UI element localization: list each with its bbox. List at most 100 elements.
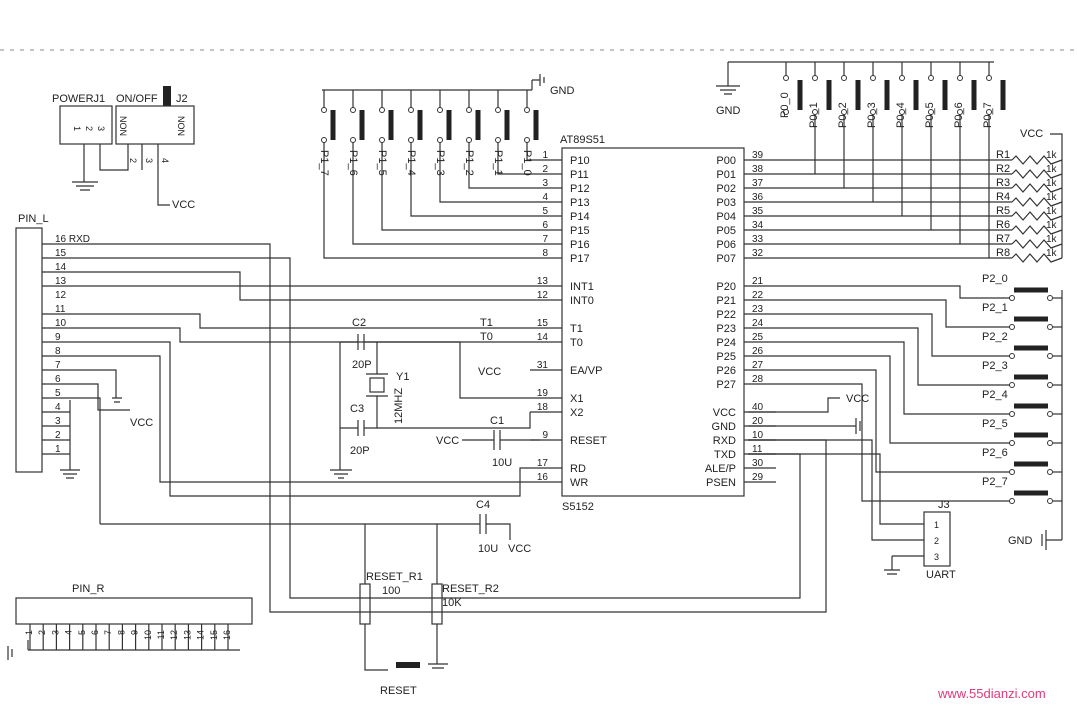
resistor-symbol xyxy=(1011,239,1063,249)
pin-r-pin-number: 8 xyxy=(116,630,126,635)
p1-switch-contact-icon xyxy=(524,137,530,143)
mcu-left-pin-name: WR xyxy=(570,477,588,489)
mcu-right-pin-num: 35 xyxy=(752,206,764,217)
mcu-right-pin-name: P03 xyxy=(716,197,736,209)
resistor-name: R7 xyxy=(996,233,1010,245)
mcu-left-pin-name: P10 xyxy=(570,155,590,167)
mcu-right-pin-num: 29 xyxy=(752,472,764,483)
p2-switch-contact-icon xyxy=(1047,469,1053,475)
p1-switch-label: P1_5 xyxy=(376,150,388,176)
p2-switch-contact-icon xyxy=(1047,295,1053,301)
pin-r-pin-number: 14 xyxy=(196,630,206,640)
gnd-p0-label: GND xyxy=(716,105,741,117)
p1-switch-contact-icon xyxy=(379,107,385,113)
c4-vcc: VCC xyxy=(508,543,531,555)
power-pin-2: 2 xyxy=(84,126,94,131)
p2-switch-contact-icon xyxy=(1009,324,1015,330)
resistor-symbol xyxy=(1011,211,1063,221)
resistor-value: 1k xyxy=(1046,234,1058,245)
j3-label: J3 xyxy=(938,499,950,511)
p1-switch-contact-icon xyxy=(524,107,530,113)
p1-switch-wire xyxy=(497,142,530,175)
mcu-right-pin-name: ALE/P xyxy=(705,463,736,475)
pin-l-signal-wire xyxy=(42,313,530,329)
mcu-right-pin-name: P00 xyxy=(716,155,736,167)
mcu-right-pin-name: GND xyxy=(712,421,737,433)
mcu-left-pin-name: T0 xyxy=(570,337,583,349)
pin-l-row-label: 15 xyxy=(55,248,67,259)
mcu-right-pin-name: TXD xyxy=(714,449,736,461)
mcu-right-pin-name: P07 xyxy=(716,253,736,265)
uart-pin-1: 1 xyxy=(934,520,939,530)
p0-switch-label: P0_7 xyxy=(982,102,994,128)
mcu-right-pin-num: 30 xyxy=(752,458,764,469)
mcu-left-pin-num: 9 xyxy=(542,430,548,441)
switch-actuator-icon xyxy=(163,86,171,106)
p1-switch-label: P1_3 xyxy=(434,150,446,176)
mcu-left-pin-name: INT0 xyxy=(570,295,594,307)
mcu-right-pin-name: P01 xyxy=(716,169,736,181)
p0-switch-label: P0_2 xyxy=(837,102,849,128)
pin-l-row-label: 16 RXD xyxy=(55,234,90,245)
pin-r-pin-number: 13 xyxy=(182,630,192,640)
watermark: www.55dianzi.com xyxy=(937,686,1046,701)
p0-switch-contact-icon xyxy=(957,75,963,81)
p1-switch-contact-icon xyxy=(466,107,472,113)
c3-symbol xyxy=(340,420,380,436)
crystal-to-mcu xyxy=(380,341,531,429)
mcu-left-pin-name: X1 xyxy=(570,393,583,405)
resistor-name: R2 xyxy=(996,163,1010,175)
mcu-left-pin-name: P12 xyxy=(570,183,590,195)
pin-l-row-label: 1 xyxy=(55,444,61,455)
p2-common-wire xyxy=(1041,290,1063,550)
y1-label: Y1 xyxy=(396,371,409,383)
resistor-symbol xyxy=(1011,155,1063,165)
mcu-right-pin-name: P25 xyxy=(716,351,736,363)
mcu-right-pin-num: 33 xyxy=(752,234,764,245)
pin-l-row-label: 6 xyxy=(55,374,61,385)
reset-button-label: RESET xyxy=(380,685,417,697)
p1-switch-wire xyxy=(468,142,530,189)
resistor-name: R5 xyxy=(996,205,1010,217)
y1-value: 12MHZ xyxy=(393,388,405,424)
p1-switch-contact-icon xyxy=(408,107,414,113)
c1-vcc: VCC xyxy=(436,435,459,447)
p2-switch-contact-icon xyxy=(1009,469,1015,475)
pin-r-label: PIN_R xyxy=(72,583,104,595)
pin-l-signal-wire xyxy=(42,341,530,497)
mcu-left-pin-num: 31 xyxy=(537,360,549,371)
vcc-rail-label: VCC xyxy=(1020,128,1043,140)
mcu-left-pin-name: P17 xyxy=(570,253,590,265)
p0-switch-label: P0_4 xyxy=(895,102,907,128)
mcu-left-pin-num: 7 xyxy=(542,234,548,245)
p0-switch-contact-icon xyxy=(899,75,905,81)
c2-value: 20P xyxy=(352,359,372,371)
mcu-left-pin-num: 13 xyxy=(537,276,549,287)
mcu-left-pin-name: P16 xyxy=(570,239,590,251)
mcu-left-pin-name: P13 xyxy=(570,197,590,209)
pin-l-row-label: 3 xyxy=(55,416,61,427)
p1-switch-contact-icon xyxy=(466,137,472,143)
p2-switch-wire xyxy=(776,313,1010,357)
p1-common-wire xyxy=(322,74,545,91)
power-ground-icon xyxy=(72,144,98,191)
mcu-right-pin-num: 37 xyxy=(752,178,764,189)
uart-pin-2: 2 xyxy=(934,536,939,546)
c2-symbol xyxy=(340,334,380,350)
pin-l-row-label: 2 xyxy=(55,430,61,441)
uart-wires xyxy=(748,439,924,541)
power-pin-1: 1 xyxy=(72,126,82,131)
pin-r-pin-number: 12 xyxy=(169,630,179,640)
pin-r-pin-number: 6 xyxy=(90,630,100,635)
switch-pin-2: 2 xyxy=(128,158,138,163)
reset-r2-symbol xyxy=(431,583,443,625)
mcu-left-pin-num: 5 xyxy=(542,206,548,217)
mcu-right-pin-name: P05 xyxy=(716,225,736,237)
pin-l-label: PIN_L xyxy=(18,213,49,225)
pin-r-pin-number: 7 xyxy=(103,630,113,635)
p0-switch-label: P0_6 xyxy=(953,102,965,128)
long-serial-wires xyxy=(42,243,827,613)
mcu-left-pin-name: P11 xyxy=(570,169,589,181)
